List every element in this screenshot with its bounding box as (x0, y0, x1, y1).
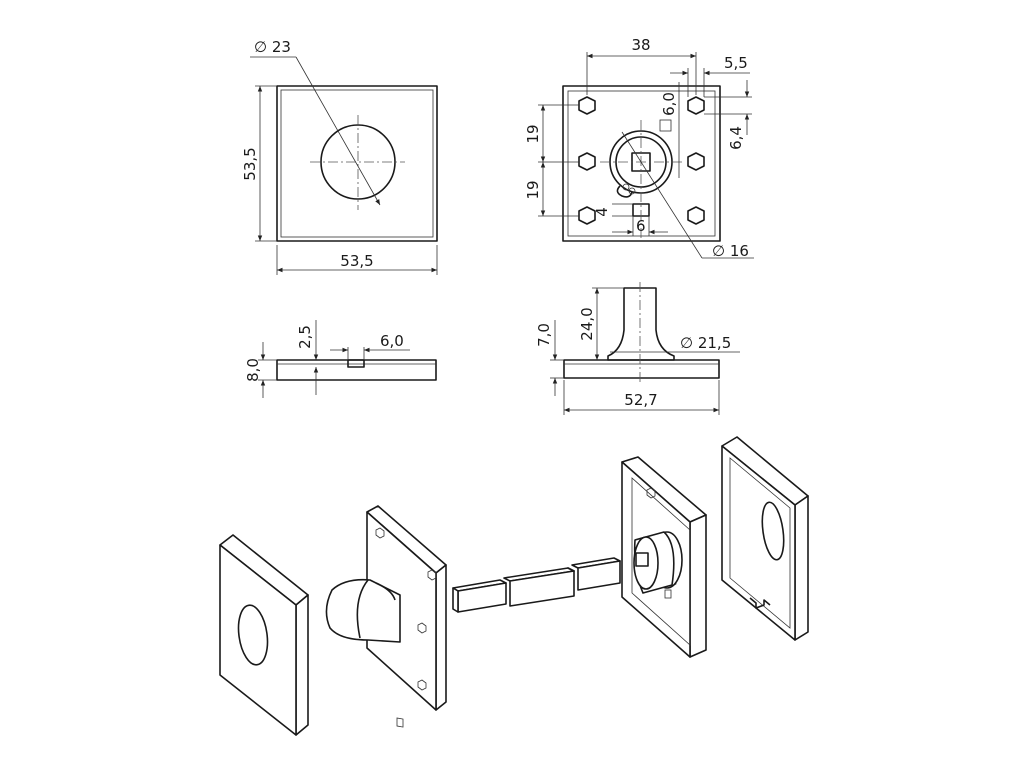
plate-front-view: 38 5,5 6,0 6,4 19 19 4 6 ∅ 1 (524, 36, 754, 260)
rose-height-label: 53,5 (241, 147, 259, 180)
plate-side-width-label: 52,7 (624, 391, 657, 409)
hex-hole-mid-right (687, 152, 705, 171)
hex-hole-mid-left (578, 152, 596, 171)
plate-pitch-upper-label: 19 (524, 124, 542, 143)
plate-bolt-spacing-label: 38 (631, 36, 650, 54)
rose-hole-diameter-label: ∅ 23 (254, 38, 291, 56)
plate-notch-height-label: 4 (593, 207, 611, 217)
rose-front-view: ∅ 23 53,5 53,5 (241, 38, 438, 275)
hex-hole-bottom-right (687, 206, 705, 225)
outer-rose-right (721, 436, 809, 641)
plate-side-view: 24,0 7,0 ∅ 21,5 52,7 (535, 282, 740, 415)
rose-side-slot-label: 6,0 (380, 332, 404, 350)
plate-ring-diameter-label: ∅ 16 (712, 242, 749, 260)
plate-corner-offset-label: 5,5 (724, 54, 748, 72)
spindle-base-diameter-label: ∅ 21,5 (680, 334, 731, 352)
plate-hole-offset-small-label: 6,4 (727, 126, 745, 150)
plate-pitch-lower-label: 19 (524, 180, 542, 199)
back-mounting-plate (621, 456, 707, 658)
rose-side-thickness-label: 8,0 (244, 358, 262, 382)
rose-width-label: 53,5 (340, 252, 373, 270)
rose-side-view: 2,5 6,0 8,0 (244, 320, 437, 398)
outer-rose-left (219, 534, 309, 736)
plate-notch-width-label: 6 (636, 217, 646, 235)
mounting-plate-knob (325, 505, 447, 728)
plate-hole-y-offset-label: 6,0 (660, 92, 678, 116)
rose-side-depth-label: 2,5 (296, 325, 314, 349)
spindle-base-height-label: 7,0 (535, 323, 553, 347)
square-spindle (452, 557, 621, 613)
exploded-assembly (219, 436, 809, 736)
hex-hole-bottom-left (578, 206, 596, 225)
spindle-height-label: 24,0 (578, 307, 596, 340)
hex-hole-top-right (687, 96, 705, 115)
hex-hole-top-left (578, 96, 596, 115)
